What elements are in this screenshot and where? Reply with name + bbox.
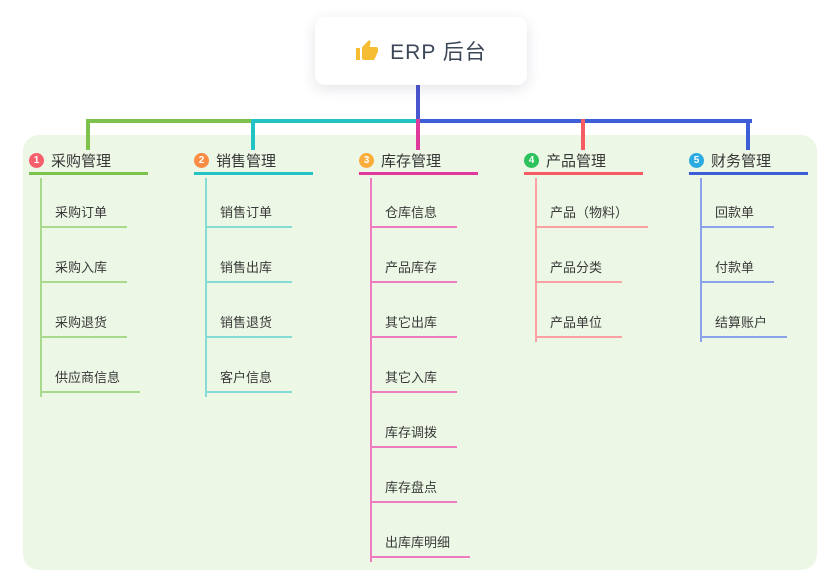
connector-drop-branch2 (251, 119, 255, 150)
node-sales-outbound[interactable]: 销售出库 (205, 253, 293, 283)
branch-3-header[interactable]: 3 库存管理 (359, 149, 478, 175)
root-node-label: ERP 后台 (390, 41, 487, 64)
node-purchase-inbound[interactable]: 采购入库 (40, 253, 128, 283)
connector-horizontal-teal (253, 119, 418, 123)
connector-horizontal-blue (418, 119, 752, 123)
node-other-inbound[interactable]: 其它入库 (370, 363, 458, 393)
branch-1-label: 采购管理 (51, 153, 112, 170)
branch-1-number-badge: 1 (29, 153, 44, 168)
branch-2-spine-line (205, 178, 207, 397)
root-connector-line (416, 84, 420, 121)
connector-drop-branch1 (86, 119, 90, 150)
node-product-material[interactable]: 产品（物料） (535, 198, 649, 228)
root-node[interactable]: ERP 后台 (315, 17, 527, 85)
branch-5-label: 财务管理 (711, 153, 772, 170)
connector-drop-branch5 (746, 119, 750, 150)
branch-4-number-badge: 4 (524, 153, 539, 168)
thumbs-up-icon (355, 39, 379, 63)
branch-2-number-badge: 2 (194, 153, 209, 168)
node-product-category[interactable]: 产品分类 (535, 253, 623, 283)
branch-1-spine-line (40, 178, 42, 397)
branch-2-label: 销售管理 (216, 153, 277, 170)
node-other-outbound[interactable]: 其它出库 (370, 308, 458, 338)
branches-background-panel (23, 135, 817, 570)
node-outbound-detail[interactable]: 出库库明细 (370, 528, 471, 558)
branch-4-label: 产品管理 (546, 153, 607, 170)
node-payment-bill[interactable]: 付款单 (700, 253, 775, 283)
node-stock-count[interactable]: 库存盘点 (370, 473, 458, 503)
branch-1-header[interactable]: 1 采购管理 (29, 149, 148, 175)
node-product-stock[interactable]: 产品库存 (370, 253, 458, 283)
branch-5-spine-line (700, 178, 702, 342)
node-sales-return[interactable]: 销售退货 (205, 308, 293, 338)
node-sales-order[interactable]: 销售订单 (205, 198, 293, 228)
connector-drop-branch3 (416, 119, 420, 150)
node-settlement-account[interactable]: 结算账户 (700, 308, 788, 338)
node-customer-info[interactable]: 客户信息 (205, 363, 293, 393)
node-supplier-info[interactable]: 供应商信息 (40, 363, 141, 393)
node-purchase-order[interactable]: 采购订单 (40, 198, 128, 228)
branch-4-spine-line (535, 178, 537, 342)
branch-3-number-badge: 3 (359, 153, 374, 168)
branch-5-number-badge: 5 (689, 153, 704, 168)
branch-5-header[interactable]: 5 财务管理 (689, 149, 808, 175)
node-product-unit[interactable]: 产品单位 (535, 308, 623, 338)
connector-drop-branch4 (581, 119, 585, 150)
branch-4-header[interactable]: 4 产品管理 (524, 149, 643, 175)
connector-horizontal-green (86, 119, 253, 123)
node-receipt-bill[interactable]: 回款单 (700, 198, 775, 228)
node-warehouse-info[interactable]: 仓库信息 (370, 198, 458, 228)
branch-2-header[interactable]: 2 销售管理 (194, 149, 313, 175)
node-purchase-return[interactable]: 采购退货 (40, 308, 128, 338)
branch-3-spine-line (370, 178, 372, 562)
node-stock-transfer[interactable]: 库存调拨 (370, 418, 458, 448)
branch-3-label: 库存管理 (381, 153, 442, 170)
